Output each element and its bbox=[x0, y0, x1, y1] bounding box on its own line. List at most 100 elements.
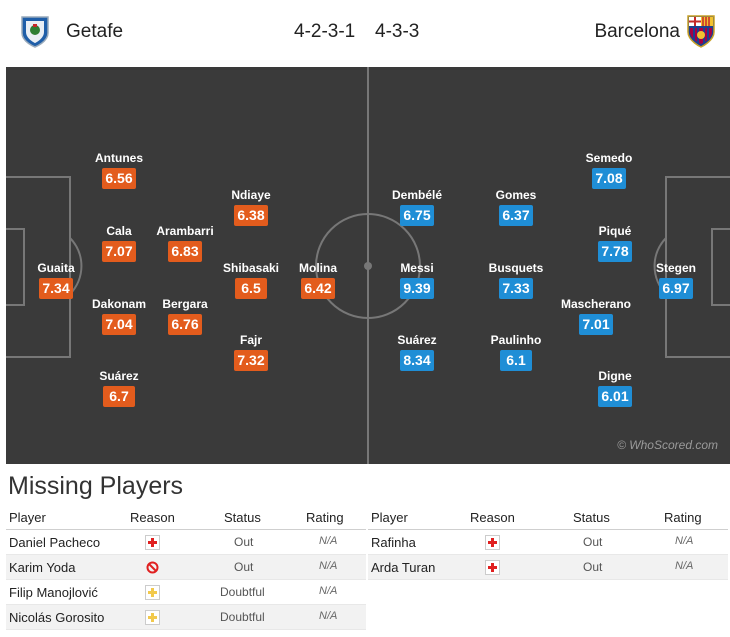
missing-player-name[interactable]: Karim Yoda bbox=[9, 560, 76, 575]
header-reason: Reason bbox=[130, 510, 175, 525]
doubtful-cross-icon bbox=[145, 610, 160, 625]
player-card[interactable]: Busquets 7.33 bbox=[471, 261, 561, 299]
missing-players-title: Missing Players bbox=[8, 472, 184, 500]
injury-cross-icon bbox=[145, 535, 160, 550]
missing-status: Out bbox=[583, 560, 603, 574]
missing-player-name[interactable]: Filip Manojlović bbox=[9, 585, 98, 600]
player-rating: 7.32 bbox=[234, 350, 268, 371]
barcelona-crest-icon bbox=[687, 15, 715, 48]
player-card[interactable]: Ndiaye 6.38 bbox=[206, 188, 296, 226]
player-card[interactable]: Antunes 6.56 bbox=[74, 151, 164, 189]
player-card[interactable]: Dembélé 6.75 bbox=[372, 188, 462, 226]
missing-rating: N/A bbox=[319, 585, 338, 597]
player-rating: 6.38 bbox=[234, 205, 268, 226]
table-row[interactable]: Rafinha Out N/A bbox=[368, 530, 728, 555]
player-card[interactable]: Suárez 8.34 bbox=[372, 333, 462, 371]
player-rating: 6.97 bbox=[659, 278, 693, 299]
table-header: Player Reason Status Rating bbox=[368, 506, 728, 530]
player-card[interactable]: Dakonam 7.04 bbox=[74, 297, 164, 335]
player-name: Dembélé bbox=[391, 188, 443, 202]
player-card[interactable]: Digne 6.01 bbox=[570, 369, 660, 407]
player-name: Semedo bbox=[585, 151, 633, 165]
table-row[interactable]: Nicolás Gorosito Doubtful N/A bbox=[6, 605, 366, 630]
header-rating: Rating bbox=[664, 510, 702, 525]
header-rating: Rating bbox=[306, 510, 344, 525]
player-rating: 7.01 bbox=[579, 314, 613, 335]
whoscored-watermark: © WhoScored.com bbox=[617, 438, 718, 452]
missing-player-name[interactable]: Arda Turan bbox=[371, 560, 436, 575]
header-player: Player bbox=[371, 510, 408, 525]
player-card[interactable]: Shibasaki 6.5 bbox=[206, 261, 296, 299]
player-card[interactable]: Arambarri 6.83 bbox=[140, 224, 230, 262]
player-rating: 6.01 bbox=[598, 386, 632, 407]
table-row[interactable]: Filip Manojlović Doubtful N/A bbox=[6, 580, 366, 605]
player-name: Digne bbox=[598, 369, 632, 383]
player-card[interactable]: Stegen 6.97 bbox=[631, 261, 721, 299]
player-rating: 6.42 bbox=[301, 278, 335, 299]
pitch-lines bbox=[6, 67, 730, 464]
away-team-name: Barcelona bbox=[594, 21, 680, 42]
missing-player-name[interactable]: Daniel Pacheco bbox=[9, 535, 101, 550]
player-card[interactable]: Bergara 6.76 bbox=[140, 297, 230, 335]
player-card[interactable]: Guaita 7.34 bbox=[11, 261, 101, 299]
player-name: Busquets bbox=[488, 261, 544, 275]
player-name: Gomes bbox=[495, 188, 537, 202]
player-rating: 6.5 bbox=[235, 278, 267, 299]
away-formation: 4-3-3 bbox=[375, 21, 420, 42]
player-rating: 6.75 bbox=[400, 205, 434, 226]
player-card[interactable]: Mascherano 7.01 bbox=[551, 297, 641, 335]
header-player: Player bbox=[9, 510, 46, 525]
missing-player-name[interactable]: Nicolás Gorosito bbox=[9, 610, 105, 625]
pitch: Guaita 7.34 Antunes 6.56 Cala 7.07 Dakon… bbox=[6, 67, 730, 464]
doubtful-cross-icon bbox=[145, 585, 160, 600]
table-row[interactable]: Daniel Pacheco Out N/A bbox=[6, 530, 366, 555]
injury-cross-icon bbox=[485, 560, 500, 575]
player-rating: 7.33 bbox=[499, 278, 533, 299]
table-row[interactable]: Arda Turan Out N/A bbox=[368, 555, 728, 580]
player-name: Bergara bbox=[162, 297, 208, 311]
player-card[interactable]: Piqué 7.78 bbox=[570, 224, 660, 262]
player-name: Dakonam bbox=[91, 297, 147, 311]
player-name: Shibasaki bbox=[222, 261, 280, 275]
player-name: Molina bbox=[299, 261, 337, 275]
injury-cross-icon bbox=[485, 535, 500, 550]
missing-status: Out bbox=[583, 535, 603, 549]
player-card[interactable]: Semedo 7.08 bbox=[564, 151, 654, 189]
player-rating: 8.34 bbox=[400, 350, 434, 371]
player-rating: 7.34 bbox=[39, 278, 73, 299]
home-formation: 4-2-3-1 bbox=[294, 21, 356, 42]
header-status: Status bbox=[224, 510, 261, 525]
player-rating: 6.7 bbox=[103, 386, 135, 407]
player-rating: 6.37 bbox=[499, 205, 533, 226]
missing-rating: N/A bbox=[675, 535, 694, 547]
missing-status: Out bbox=[234, 560, 254, 574]
missing-rating: N/A bbox=[319, 610, 338, 622]
player-name: Fajr bbox=[239, 333, 262, 347]
missing-status: Doubtful bbox=[220, 585, 265, 599]
player-card[interactable]: Paulinho 6.1 bbox=[471, 333, 561, 371]
missing-player-name[interactable]: Rafinha bbox=[371, 535, 416, 550]
home-team-name: Getafe bbox=[66, 21, 124, 42]
player-card[interactable]: Molina 6.42 bbox=[273, 261, 363, 299]
header-reason: Reason bbox=[470, 510, 515, 525]
getafe-crest-icon bbox=[21, 16, 49, 48]
home-missing-table: Player Reason Status Rating Daniel Pache… bbox=[6, 506, 366, 630]
player-name: Piqué bbox=[598, 224, 632, 238]
player-rating: 6.76 bbox=[168, 314, 202, 335]
match-header: Getafe 4-2-3-1 4-3-3 Barcelona bbox=[0, 0, 730, 66]
missing-rating: N/A bbox=[319, 535, 338, 547]
player-card[interactable]: Suárez 6.7 bbox=[74, 369, 164, 407]
player-rating: 9.39 bbox=[400, 278, 434, 299]
player-card[interactable]: Gomes 6.37 bbox=[471, 188, 561, 226]
header-status: Status bbox=[573, 510, 610, 525]
player-name: Stegen bbox=[655, 261, 696, 275]
table-row[interactable]: Karim Yoda Out N/A bbox=[6, 555, 366, 580]
player-rating: 6.1 bbox=[500, 350, 532, 371]
missing-status: Out bbox=[234, 535, 254, 549]
player-name: Guaita bbox=[37, 261, 75, 275]
player-card[interactable]: Cala 7.07 bbox=[74, 224, 164, 262]
player-card[interactable]: Messi 9.39 bbox=[372, 261, 462, 299]
player-card[interactable]: Fajr 7.32 bbox=[206, 333, 296, 371]
player-rating: 7.78 bbox=[598, 241, 632, 262]
player-rating: 7.04 bbox=[102, 314, 136, 335]
